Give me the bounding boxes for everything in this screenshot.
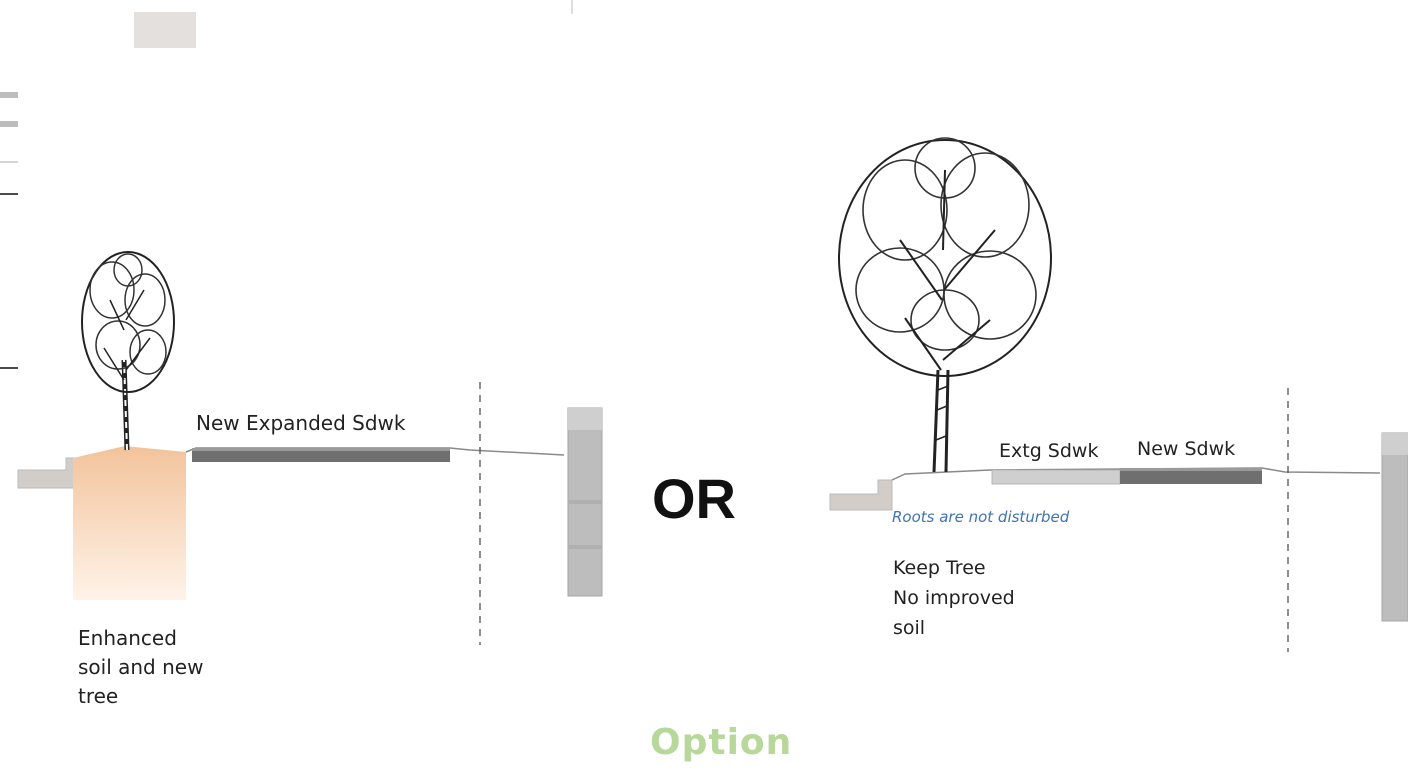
left-curb [17, 457, 81, 489]
right-building [1381, 432, 1408, 622]
top-left-fragments [0, 0, 573, 369]
new-sidewalk [1120, 468, 1262, 484]
or-divider: OR [652, 467, 736, 530]
new-sidewalk-label: New Sdwk [1137, 438, 1236, 460]
roots-note: Roots are not disturbed [892, 508, 1070, 526]
right-section [829, 137, 1408, 652]
enhanced-soil [73, 446, 186, 600]
keep-tree-note: Keep Tree No improved soil [893, 557, 1015, 639]
option-caption: Option [650, 722, 793, 763]
right-curb [829, 479, 893, 511]
mature-tree-icon [838, 137, 1052, 473]
new-expanded-sidewalk [192, 448, 450, 462]
existing-sidewalk-label: Extg Sdwk [999, 440, 1099, 462]
existing-sidewalk [991, 469, 1121, 485]
young-tree-icon [81, 251, 175, 451]
left-building [567, 407, 603, 597]
enhanced-soil-note: Enhanced soil and new tree [78, 626, 204, 708]
left-section [17, 251, 603, 645]
new-expanded-sidewalk-label: New Expanded Sdwk [196, 411, 406, 435]
